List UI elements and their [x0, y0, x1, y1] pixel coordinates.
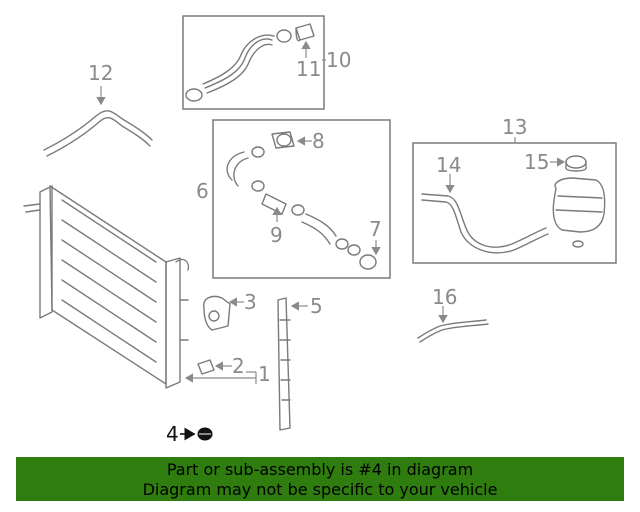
radiator-right-tank — [165, 257, 181, 389]
overflow-hose-14-edge — [421, 199, 549, 254]
info-banner: Part or sub-assembly is #4 in diagram Di… — [16, 457, 624, 501]
radiator-brackets — [23, 203, 190, 341]
small-hose-16-edge — [419, 323, 489, 343]
thermostat-fitting-11 — [295, 23, 315, 42]
callout-4: 4 — [166, 422, 179, 446]
upper-hose — [202, 34, 275, 94]
callout-11: 11 — [296, 57, 321, 81]
clamp-b — [251, 180, 265, 192]
hose-clamp-upper — [276, 29, 292, 43]
fitting-8-ring — [276, 133, 292, 147]
drain-plug-2 — [197, 359, 215, 375]
clamp-a — [251, 146, 265, 158]
mount-3-group: 3 — [203, 290, 257, 331]
banner-line-disclaimer: Diagram may not be specific to your vehi… — [142, 480, 498, 499]
callout-15: 15 — [524, 150, 549, 174]
hose-connector-9 — [261, 193, 287, 215]
bleed-hose-12 — [43, 110, 153, 151]
hose-assembly-10-frame — [182, 15, 325, 110]
radiator-core — [49, 185, 167, 385]
hose-assembly-10-group: 11 10 — [182, 15, 351, 110]
hose-assembly-6-group: 8 9 7 6 — [196, 119, 391, 279]
fitting-8 — [271, 131, 295, 149]
coolant-reservoir-ribs — [555, 195, 603, 213]
radiator-fins — [61, 199, 157, 363]
callout-16: 16 — [432, 285, 457, 309]
seal-strip-5 — [277, 297, 291, 431]
coolant-reservoir — [552, 177, 606, 233]
lower-hose-segment-a — [226, 151, 249, 187]
callout-9: 9 — [270, 223, 283, 247]
callout-5: 5 — [310, 294, 323, 318]
drain-plug-2-group: 2 — [197, 354, 245, 378]
clamp-c — [291, 204, 305, 216]
callout-7: 7 — [369, 217, 382, 241]
small-hose-16 — [417, 319, 487, 339]
callout-13: 13 — [502, 115, 527, 139]
radiator-1-group: 1 — [23, 185, 271, 389]
reservoir-cap-15-side — [565, 161, 587, 172]
callout-12: 12 — [88, 61, 113, 85]
callout-14: 14 — [436, 153, 461, 177]
hose-clamp-lower — [185, 88, 203, 102]
reservoir-grommet — [572, 240, 584, 248]
seal-strip-5-ribs — [279, 319, 291, 401]
bleed-hose-12-group: 12 — [43, 61, 153, 157]
callout-1: 1 — [258, 362, 271, 386]
radiator-left-tank — [39, 185, 53, 319]
hose-assembly-6-frame — [212, 119, 391, 279]
radiator-mount-3-hole — [208, 310, 220, 322]
reservoir-cap-15 — [565, 155, 587, 169]
part-4-highlight-group: 4 — [166, 422, 213, 446]
radiator-mount-3 — [203, 295, 231, 331]
clamp-e — [347, 244, 361, 256]
lower-hose-segment-b — [301, 213, 337, 245]
reservoir-assembly-13-group: 13 14 15 — [412, 115, 617, 264]
fitting-7 — [359, 254, 377, 270]
callout-3: 3 — [244, 290, 257, 314]
callout-2: 2 — [232, 354, 245, 378]
overflow-hose-14 — [421, 193, 547, 248]
seal-5-group: 5 — [277, 294, 323, 431]
clamp-d — [335, 238, 349, 250]
banner-line-part: Part or sub-assembly is #4 in diagram — [166, 460, 474, 479]
bleed-hose-12-edge — [46, 116, 151, 157]
callout-8: 8 — [312, 129, 325, 153]
callout-10: 10 — [326, 48, 351, 72]
small-hose-16-group: 16 — [417, 285, 489, 343]
callout-6: 6 — [196, 179, 209, 203]
upper-hose-body-fill — [204, 38, 273, 89]
